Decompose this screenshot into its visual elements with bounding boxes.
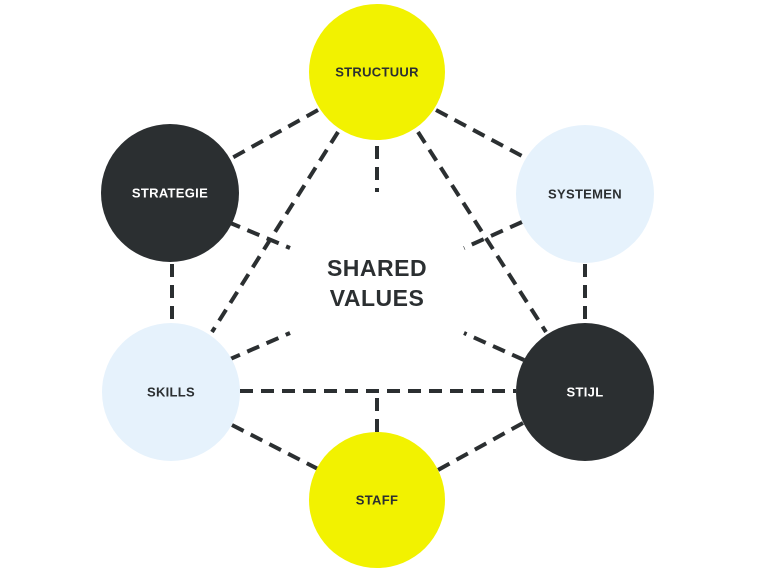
- node-stijl: STIJL: [516, 323, 654, 461]
- connector-stijl-staff: [437, 421, 524, 472]
- connectors: [170, 108, 587, 472]
- spoke-strategie: [227, 220, 291, 250]
- node-skills-circle: [102, 323, 240, 461]
- shared-values-line-1: SHARED: [327, 255, 427, 281]
- connector-skills-staff: [231, 423, 321, 472]
- node-staff: STAFF: [309, 432, 445, 568]
- node-structuur: STRUCTUUR: [309, 4, 445, 140]
- spoke-systemen: [463, 220, 523, 250]
- connector-structuur-systemen: [435, 108, 523, 158]
- node-staff-label: STAFF: [356, 493, 398, 508]
- shared-values-line-2: VALUES: [330, 285, 425, 311]
- node-structuur-circle: [309, 4, 445, 140]
- spoke-skills: [227, 331, 291, 362]
- node-structuur-label: STRUCTUUR: [335, 65, 419, 80]
- node-strategie: STRATEGIE: [101, 124, 239, 262]
- node-systemen-circle: [516, 125, 654, 263]
- node-strategie-label: STRATEGIE: [132, 186, 208, 201]
- connector-structuur-skills: [210, 130, 340, 334]
- node-systemen: SYSTEMEN: [516, 125, 654, 263]
- spoke-stijl: [463, 331, 525, 362]
- node-stijl-circle: [516, 323, 654, 461]
- connector-structuur-strategie: [231, 108, 319, 160]
- node-staff-circle: [309, 432, 445, 568]
- shared-values: SHARED VALUES: [327, 255, 427, 311]
- node-stijl-label: STIJL: [567, 385, 604, 400]
- node-skills-label: SKILLS: [147, 385, 195, 400]
- node-systemen-label: SYSTEMEN: [548, 187, 622, 202]
- connector-structuur-stijl: [416, 130, 548, 334]
- node-skills: SKILLS: [102, 323, 240, 461]
- node-strategie-circle: [101, 124, 239, 262]
